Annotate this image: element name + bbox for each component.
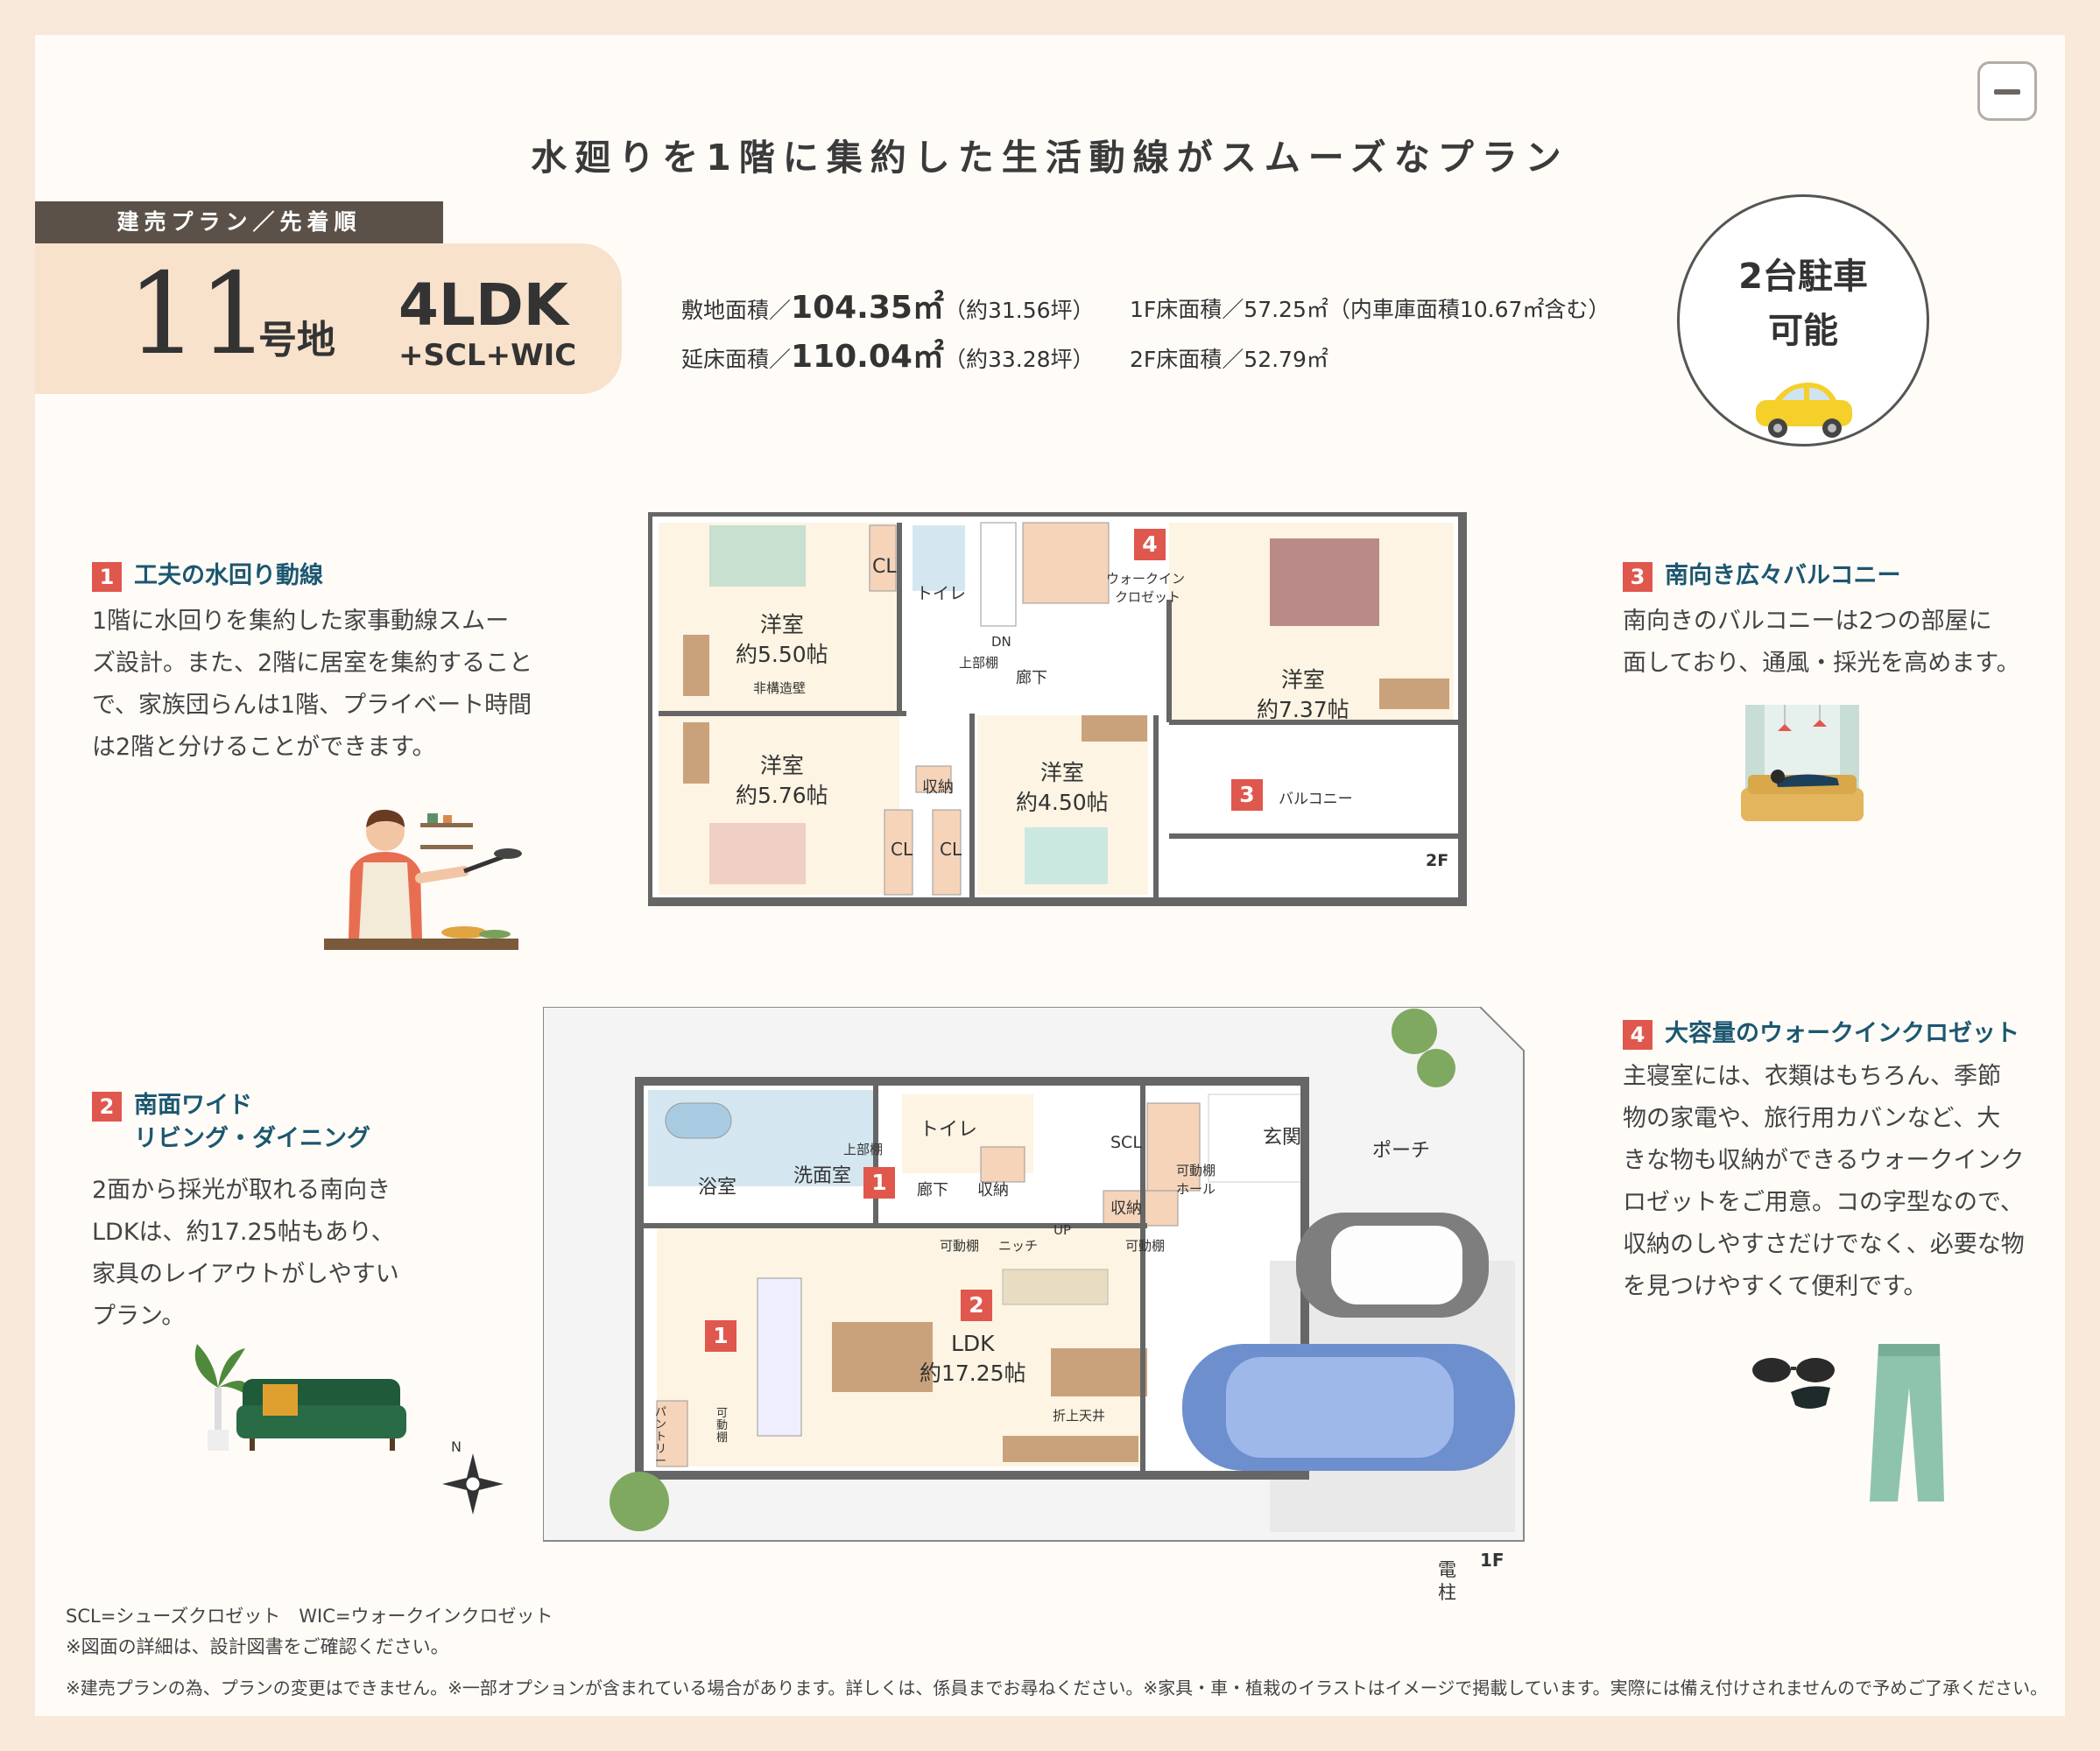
room-d: 洋室約7.37帖 [1257, 667, 1349, 722]
cl-label-1: CL [872, 556, 897, 578]
storage-1f-a: 収納 [977, 1181, 1009, 1199]
dn-label: DN [991, 634, 1011, 650]
cl-label-2: CL [891, 839, 913, 860]
feature-2-title2: リビング・ダイニング [134, 1125, 370, 1152]
compass-icon: N [442, 1438, 504, 1515]
tag-1-kitchen: 1 [705, 1320, 736, 1352]
svg-text:N: N [451, 1438, 462, 1455]
second-floor-area: 2F床面積／52.79㎡ [1130, 347, 1328, 372]
cl-label-3: CL [940, 839, 962, 860]
wash-label: 洗面室 [793, 1165, 852, 1187]
room-c: 洋室約4.50帖 [1016, 760, 1109, 815]
niche-label: ニッチ [998, 1238, 1039, 1254]
movable-shelf-3: 可動棚 [716, 1407, 729, 1445]
utility-pole-label: 電柱 [1438, 1559, 1456, 1603]
parking-text: 2台駐車 可能 [1738, 257, 1868, 351]
lot-box [35, 243, 622, 394]
storage-label: 収納 [922, 778, 954, 797]
porch-label: ポーチ [1372, 1140, 1431, 1162]
car-icon [1756, 383, 1852, 438]
footer-note: ※建売プランの為、プランの変更はできません。※一部オプションが含まれている場合が… [66, 1677, 2048, 1698]
floor-plan-1f [543, 1007, 1525, 1542]
storage-1f-b: 収納 [1110, 1199, 1142, 1218]
floor-plan-2f [648, 512, 1467, 906]
detail-note: ※図面の詳細は、設計図書をご確認ください。 [66, 1636, 449, 1657]
page-title: 水廻りを1階に集約した生活動線がスムーズなプラン [531, 137, 1569, 179]
relax-illustration [1741, 705, 1864, 821]
layout-type: 4LDK [398, 271, 568, 339]
feature-3-body: 南向きのバルコニーは2つの部屋に 面しており、通風・採光を高めます。 [1623, 608, 2020, 677]
abbreviation-note: SCL=シューズクロゼット WIC=ウォークインクロゼット [66, 1606, 553, 1627]
balcony-label: バルコニー [1279, 791, 1353, 808]
floor-1f-label: 1F [1480, 1550, 1505, 1571]
upper-shelf-label: 上部棚 [959, 655, 999, 671]
entrance-label: 玄関 [1263, 1127, 1302, 1149]
layout-sub: +SCL+WIC [398, 338, 577, 373]
feature-2-body: 2面から採光が取れる南向き LDKは、約17.25帖もあり、 家具のレイアウトが… [92, 1177, 399, 1330]
hall-1f-label: 廊下 [917, 1181, 948, 1199]
tag-3-2f: 3 [1231, 779, 1263, 811]
lot-number: 11 [127, 250, 270, 380]
first-floor-area: 1F床面積／57.25㎡（内車庫面積10.67㎡含む） [1130, 297, 1610, 322]
up-label: UP [1054, 1222, 1072, 1238]
wic-label: ウォークインクロゼット [1106, 571, 1186, 605]
room-b: 洋室約5.76帖 [736, 753, 828, 808]
tag-1-wash: 1 [863, 1167, 895, 1199]
pantry-label: パントリー [655, 1406, 667, 1468]
floor-2f-label: 2F [1426, 851, 1449, 870]
minus-icon [1994, 89, 2020, 95]
movable-shelf-2: 可動棚 [1125, 1238, 1166, 1254]
toilet-label: トイレ [916, 584, 967, 603]
toilet-1f-label: トイレ [920, 1119, 978, 1141]
category-label: 建売プラン／先着順 [35, 201, 443, 243]
total-floor-area: 延床面積／110.04㎡（約33.28坪） [681, 339, 1095, 375]
shelf-hall-label: 可動棚ホール [1176, 1163, 1216, 1197]
lot-suffix: 号地 [258, 318, 335, 362]
hall-label: 廊下 [1016, 669, 1047, 687]
upper-shelf-1f: 上部棚 [843, 1142, 884, 1157]
sofa-illustration [194, 1344, 406, 1451]
site-area: 敷地面積／104.35㎡（約31.56坪） [681, 290, 1095, 326]
close-button[interactable] [1977, 61, 2037, 121]
chef-illustration [324, 809, 522, 950]
feature-1-body: 1階に水回りを集約した家事動線スムー ズ設計。また、2階に居室を集約すること で… [92, 608, 533, 761]
room-a: 洋室約5.50帖 [736, 612, 828, 667]
feature-4-body: 主寝室には、衣類はもちろん、季節 物の家電や、旅行用カバンなど、大 きな物も収納… [1623, 1063, 2025, 1300]
movable-shelf-1: 可動棚 [940, 1238, 980, 1254]
tag-4-2f: 4 [1134, 529, 1166, 560]
nonwall-label: 非構造壁 [753, 680, 807, 696]
scl-label: SCL [1110, 1133, 1142, 1152]
tag-2-ldk: 2 [961, 1290, 992, 1321]
bath-label: 浴室 [698, 1177, 737, 1199]
ceiling-label: 折上天井 [1053, 1408, 1106, 1424]
clothes-illustration [1752, 1344, 1944, 1501]
